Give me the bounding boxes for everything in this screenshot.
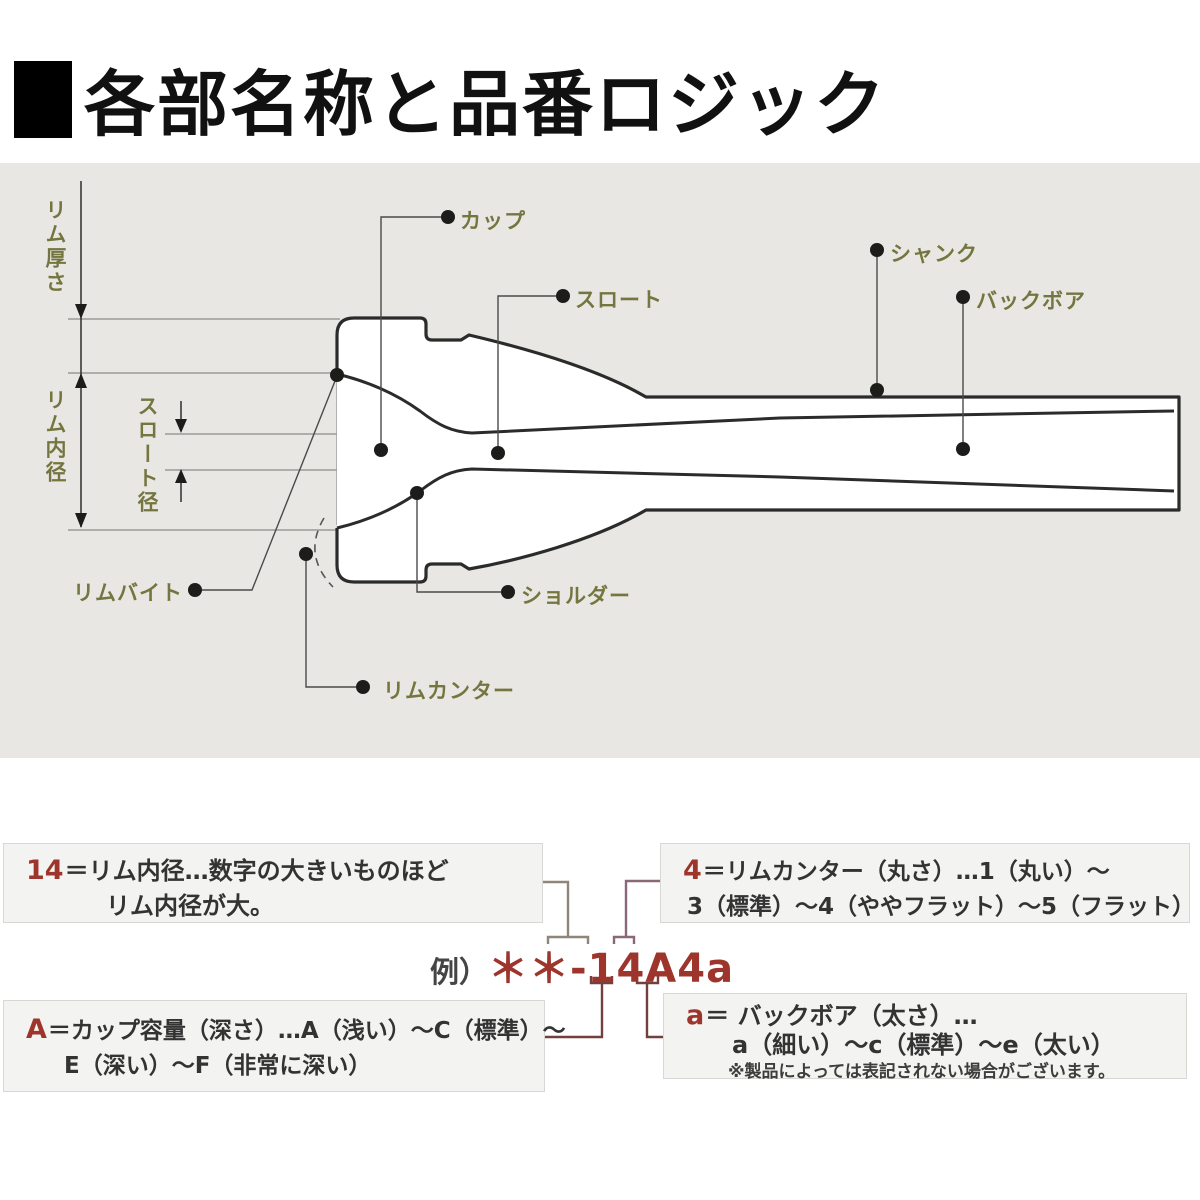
label-throat-diameter: スロート径 — [135, 395, 159, 515]
label-rim-contour: リムカンター — [383, 679, 515, 703]
logic-box-rim-inner-diameter: 14＝リム内径…数字の大きいものほど リム内径が大。 — [3, 843, 543, 923]
logic-box3-line2: E（深い）～F（非常に深い） — [64, 1053, 372, 1079]
dimension-lines — [80, 181, 182, 527]
mouthpiece-outline — [335, 316, 1181, 584]
logic-key-A: A — [26, 1014, 47, 1045]
label-shoulder: ショルダー — [521, 584, 631, 608]
example-prefix: 例） — [430, 955, 489, 989]
logic-box1-line2: リム内径が大。 — [106, 892, 274, 920]
mouthpiece-body-fill — [337, 318, 1179, 582]
label-dots — [188, 210, 970, 694]
logic-box-rim-contour: 4＝リムカンター（丸さ）…1（丸い）～ 3（標準）～4（ややフラット）～5（フラ… — [660, 843, 1196, 923]
label-cup: カップ — [460, 209, 526, 233]
label-throat: スロート — [575, 288, 663, 312]
page-title-text: 各部名称と品番ロジック — [84, 63, 888, 146]
example-code-text: ＊＊-14A4a — [488, 946, 735, 992]
logic-key-4: 4 — [683, 855, 702, 886]
rim-contour-arc — [314, 517, 334, 588]
page-title: 各部名称と品番ロジック — [14, 48, 887, 150]
logic-box-cup-volume: A＝カップ容量（深さ）…A（浅い）～C（標準）～ E（深い）～F（非常に深い） — [3, 1000, 566, 1092]
example-code: 例） ＊＊-14A4a — [430, 936, 734, 994]
logic-box4-note: ※製品によっては表記されない場合がございます。 — [728, 1062, 1116, 1082]
mouthpiece-diagram-panel: カップ スロート シャンク バックボア ショルダー リムカンター リムバイト リ… — [0, 163, 1200, 758]
logic-key-14: 14 — [26, 855, 64, 886]
logic-box2-line1: ＝リムカンター（丸さ）…1（丸い）～ — [702, 859, 1110, 885]
logic-box4-line2: a（細い）～c（標準）～e（太い） — [732, 1031, 1115, 1059]
logic-connectors — [543, 879, 663, 1039]
logic-box4-line1: ＝ バックボア（太さ）… — [705, 1002, 978, 1030]
mouthpiece-cross-section — [68, 181, 1181, 694]
label-rim-thickness: リム厚さ — [43, 199, 67, 295]
label-rim-inner-diameter: リム内径 — [43, 389, 67, 485]
logic-box2-line2: 3（標準）～4（ややフラット）～5（フラット） — [687, 894, 1196, 920]
dimension-arrowheads — [75, 304, 187, 528]
label-leader-lines — [201, 216, 964, 688]
logic-key-a: a — [686, 1000, 705, 1031]
label-backbore: バックボア — [976, 289, 1086, 313]
logic-box1-line1: ＝リム内径…数字の大きいものほど — [64, 857, 449, 885]
title-square-icon — [14, 60, 72, 138]
label-shank: シャンク — [890, 242, 978, 266]
logic-box3-line1: ＝カップ容量（深さ）…A（浅い）～C（標準）～ — [47, 1018, 566, 1044]
label-rim-bite: リムバイト — [73, 581, 183, 605]
logic-box-backbore: a＝ バックボア（太さ）… a（細い）～c（標準）～e（太い） ※製品によっては… — [663, 993, 1187, 1082]
